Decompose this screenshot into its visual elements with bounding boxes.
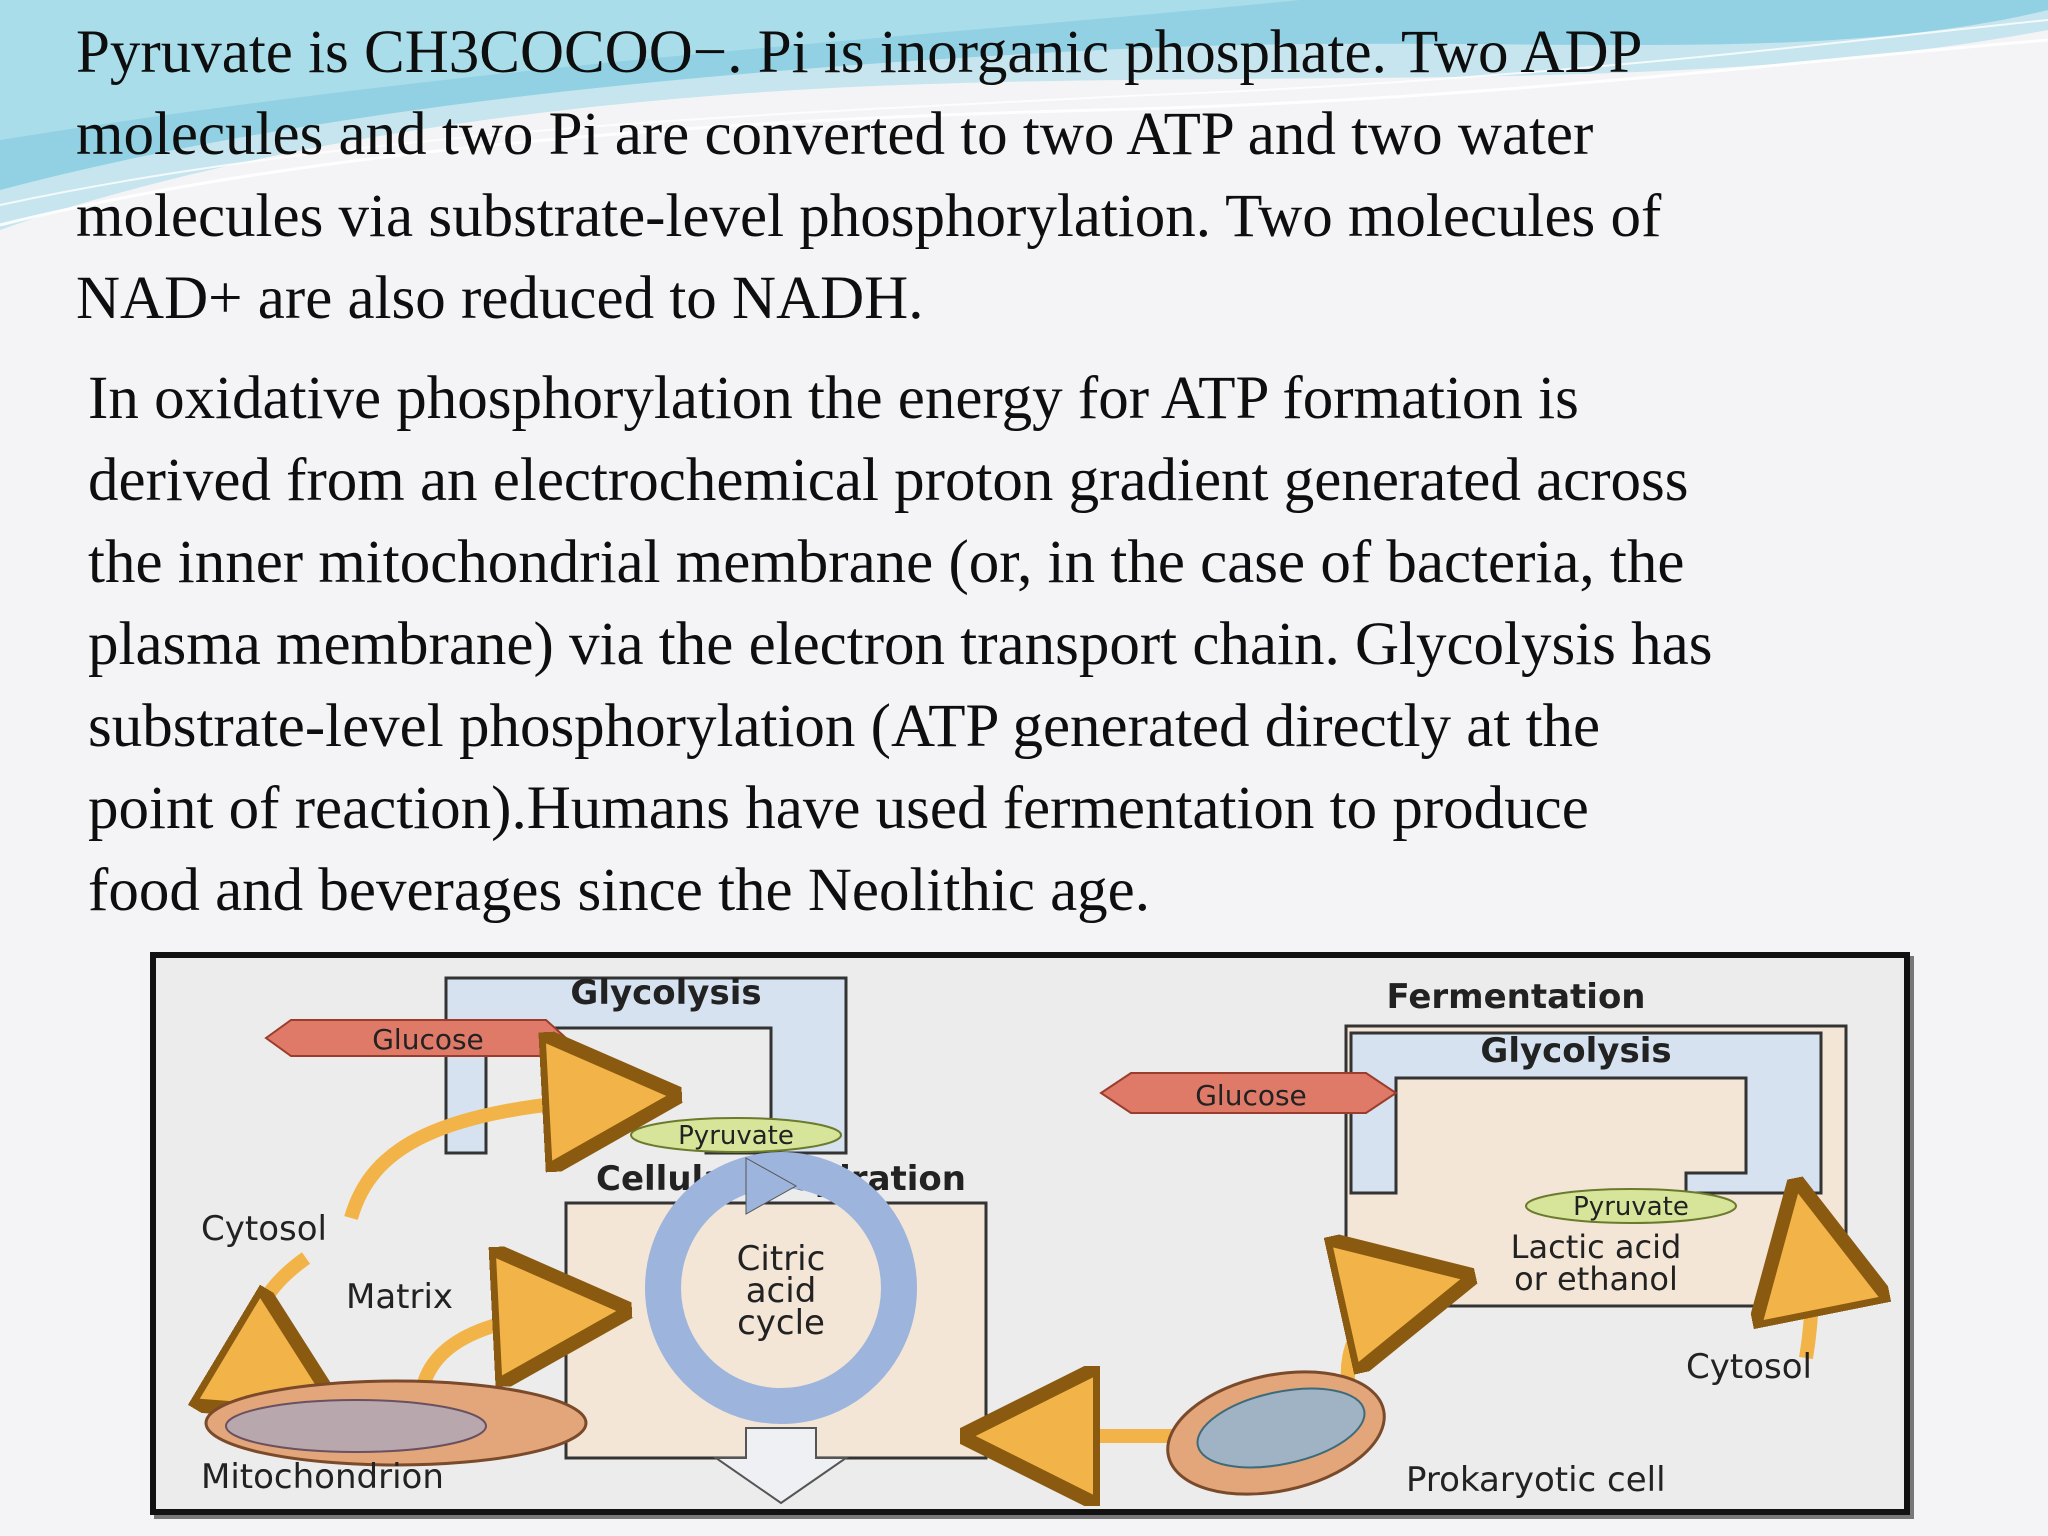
acid-label: acid <box>746 1271 817 1311</box>
text-line: substrate-level phosphorylation (ATP gen… <box>88 693 1601 760</box>
text-line: the inner mitochondrial membrane (or, in… <box>88 529 1685 596</box>
diagram-canvas: Glycolysis Glucose Pyruvate Cellular res… <box>156 973 1904 1509</box>
right-glucose-tag <box>1099 1072 1398 1114</box>
right-pyruvate-tag <box>1525 1188 1737 1224</box>
cytosol-to-mitochondrion-arrow <box>256 1252 306 1388</box>
text-line: In oxidative phosphorylation the energy … <box>88 365 1579 432</box>
text-line: Pyruvate is CH3COCOO−. Pi is inorganic p… <box>76 19 1643 86</box>
text-line: NAD+ are also reduced to NADH. <box>76 265 924 332</box>
cycle-arrowhead <box>745 1157 798 1215</box>
paragraph-glycolysis-summary: Pyruvate is CH3COCOO−. Pi is inorganic p… <box>76 12 2042 340</box>
text-line: molecules and two Pi are converted to tw… <box>76 101 1594 168</box>
lactic-acid-label: Lactic acid <box>1511 1228 1682 1266</box>
prokaryotic-cell-interior <box>1196 1387 1366 1469</box>
fermentation-label: Fermentation <box>1386 977 1645 1017</box>
matrix-label: Matrix <box>346 1277 453 1317</box>
right-glycolysis-label: Glycolysis <box>1480 1031 1671 1071</box>
cycle-label: cycle <box>737 1303 825 1343</box>
cytosol-up-arrow <box>1806 1233 1812 1360</box>
right-cytosol-label: Cytosol <box>1686 1347 1812 1387</box>
citric-acid-cycle-ring <box>645 1152 917 1424</box>
citric-label: Citric <box>737 1239 826 1279</box>
respiration-fermentation-diagram: Glycolysis Glucose Pyruvate Cellular res… <box>150 952 1910 1515</box>
right-pyruvate-label: Pyruvate <box>1573 1192 1689 1222</box>
mitochondrion-cristae <box>225 1399 487 1453</box>
left-glucose-label: Glucose <box>372 1023 484 1056</box>
text-line: molecules via substrate-level phosphoryl… <box>76 183 1662 250</box>
text-line: plasma membrane) via the electron transp… <box>88 611 1713 678</box>
mitochondrion-label: Mitochondrion <box>201 1457 444 1497</box>
left-cytosol-label: Cytosol <box>201 1209 327 1249</box>
text-line: derived from an electrochemical proton g… <box>88 447 1689 514</box>
background-wave-decoration <box>0 0 2048 230</box>
left-pyruvate-label: Pyruvate <box>678 1121 794 1151</box>
glucose-to-glycolysis-arrow <box>344 1098 626 1220</box>
exit-arrow-down <box>712 1427 850 1505</box>
text-line: point of reaction).Humans have used ferm… <box>88 775 1589 842</box>
ethanol-label: or ethanol <box>1514 1260 1678 1298</box>
paragraph-oxidative-phosphorylation: In oxidative phosphorylation the energy … <box>82 358 2042 932</box>
text-line: food and beverages since the Neolithic a… <box>88 857 1150 924</box>
left-glycolysis-label: Glycolysis <box>570 973 761 1013</box>
prokaryotic-cell-label: Prokaryotic cell <box>1406 1460 1666 1500</box>
right-glucose-label: Glucose <box>1195 1079 1307 1112</box>
